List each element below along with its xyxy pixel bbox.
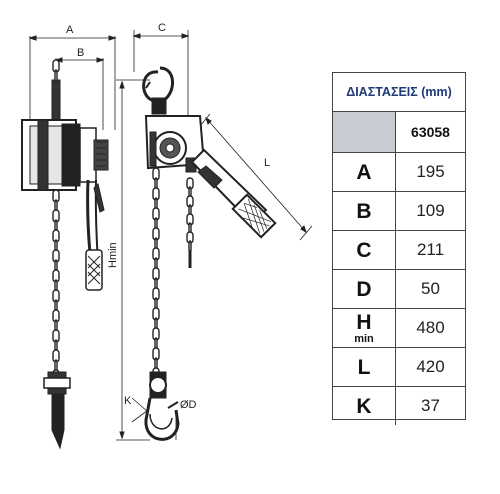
dimension-value: 50	[421, 279, 440, 298]
dim-a-label: A	[66, 24, 74, 36]
dimension-key: K	[333, 387, 396, 425]
dimension-key: D	[333, 270, 396, 308]
dimension-key: C	[333, 231, 396, 269]
dim-hmin-label: Hmin	[107, 242, 119, 268]
table-row: D 50	[333, 270, 465, 309]
model-header-row: 63058	[333, 112, 465, 153]
dimension-key-letter: D	[356, 277, 372, 301]
model-number: 63058	[411, 124, 450, 140]
lever-hoist-drawing: A B C L Hmin K ØD	[21, 22, 313, 450]
dim-k-label: K	[124, 395, 132, 407]
table-title: ΔΙΑΣΤΑΣΕΙΣ (mm)	[333, 73, 465, 112]
table-row: C 211	[333, 231, 465, 270]
dimension-value: 195	[416, 162, 445, 181]
dimension-key: B	[333, 192, 396, 230]
dimension-key-letter: B	[356, 199, 372, 223]
dimension-key-letter: L	[357, 355, 371, 379]
dimension-value: 211	[416, 240, 445, 259]
dimension-key-letter: A	[356, 160, 372, 184]
table-row: K 37	[333, 387, 465, 425]
header-blank-cell	[333, 112, 396, 152]
table-row: B 109	[333, 192, 465, 231]
table-row: L 420	[333, 348, 465, 387]
dimension-key-subscript: min	[354, 332, 374, 345]
dimension-value: 37	[421, 396, 440, 415]
dimension-value: 480	[416, 318, 445, 337]
dim-c-label: C	[158, 22, 166, 34]
dimension-key: A	[333, 153, 396, 191]
table-row: A 195	[333, 153, 465, 192]
dimension-key-letter: H	[356, 310, 372, 334]
dim-b-label: B	[77, 47, 84, 59]
dimension-key: L	[333, 348, 396, 386]
chain-link	[54, 69, 58, 83]
dim-l-label: L	[264, 157, 270, 169]
dimension-key-letter: K	[356, 394, 372, 418]
dimension-value: 109	[416, 201, 445, 220]
dimension-value: 420	[416, 357, 445, 376]
dim-d-label: ØD	[180, 399, 197, 411]
dimension-key-letter: C	[356, 238, 372, 262]
